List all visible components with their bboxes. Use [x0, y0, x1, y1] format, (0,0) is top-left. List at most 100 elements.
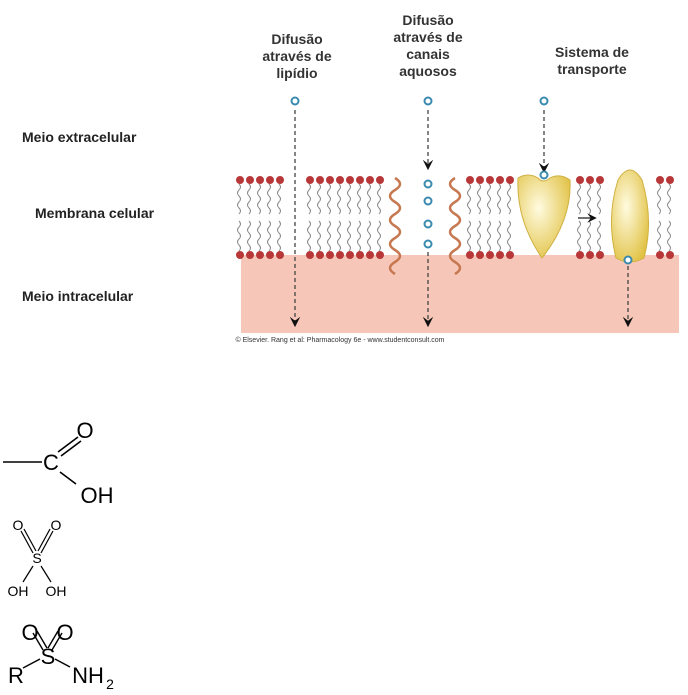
lipid-head [256, 176, 264, 184]
carboxyl-group-structure: C O OH [3, 418, 114, 508]
lipid-tail [597, 183, 601, 215]
svg-text:lipídio: lipídio [276, 65, 317, 81]
lipid-tail [477, 220, 481, 252]
lipid-tail [667, 220, 671, 252]
lipid-tail [307, 220, 311, 252]
lipid-head [326, 176, 334, 184]
svg-text:O: O [56, 620, 73, 645]
lipid-head [596, 176, 604, 184]
lipid-tail [337, 183, 341, 215]
lipid-head [376, 251, 384, 259]
label-extracellular: Meio extracelular [22, 129, 137, 145]
lipid-head [586, 176, 594, 184]
lipid-tail [327, 220, 331, 252]
svg-text:O: O [21, 620, 38, 645]
lipid-tail [587, 220, 591, 252]
lipid-head [576, 176, 584, 184]
lipid-tail [277, 220, 281, 252]
lipid-tail [597, 220, 601, 252]
lipid-head [666, 176, 674, 184]
svg-text:O: O [76, 418, 93, 443]
lipid-head [236, 176, 244, 184]
label-intracellular: Meio intracelular [22, 288, 134, 304]
lipid-head [316, 176, 324, 184]
lipid-tail [247, 183, 251, 215]
lipid-tail [367, 220, 371, 252]
svg-text:O: O [51, 517, 62, 533]
svg-text:aquosos: aquosos [399, 63, 457, 79]
lipid-tail [247, 220, 251, 252]
lipid-tail [347, 183, 351, 215]
channel-protein-helix [388, 176, 462, 276]
sulfuric-acid-structure: O O S OH OH [8, 517, 67, 599]
svg-text:transporte: transporte [557, 61, 626, 77]
lipid-tail [667, 183, 671, 215]
svg-text:OH: OH [8, 583, 29, 599]
lipid-head [316, 251, 324, 259]
svg-text:através de: através de [393, 29, 462, 45]
lipid-tail [487, 183, 491, 215]
column-header-lipid: Difusão através de lipídio [262, 31, 331, 81]
lipid-tail [497, 220, 501, 252]
lipid-tail [467, 220, 471, 252]
lipid-head [336, 251, 344, 259]
carrier-protein-closed [610, 169, 650, 263]
lipid-head [236, 251, 244, 259]
column-header-channels: Difusão através de canais aquosos [393, 12, 462, 79]
lipid-head [256, 251, 264, 259]
lipid-tail [657, 220, 661, 252]
lipid-tail [257, 183, 261, 215]
lipid-tail [347, 220, 351, 252]
lipid-head [266, 176, 274, 184]
lipid-head [366, 251, 374, 259]
lipid-tail [377, 220, 381, 252]
lipid-tail [237, 220, 241, 252]
lipid-head [356, 251, 364, 259]
svg-text:R: R [8, 663, 24, 688]
lipid-tail [577, 183, 581, 215]
lipid-tail [487, 220, 491, 252]
lipid-tail [237, 183, 241, 215]
copyright-credit: © Elsevier. Rang et al: Pharmacology 6e … [235, 336, 444, 344]
lipid-head [476, 176, 484, 184]
lipid-head [346, 251, 354, 259]
lipid-head [486, 176, 494, 184]
membrane-transport-diagram: Difusão através de lipídio Difusão atrav… [22, 12, 679, 344]
lipid-tail [367, 183, 371, 215]
lipid-head [276, 251, 284, 259]
solute-molecules [290, 96, 633, 265]
carrier-protein-open [517, 174, 571, 259]
lipid-tail [377, 183, 381, 215]
lipid-head [666, 251, 674, 259]
lipid-tail [507, 220, 511, 252]
lipid-head [576, 251, 584, 259]
lipid-head [346, 176, 354, 184]
lipid-tail [357, 183, 361, 215]
lipid-head [306, 176, 314, 184]
lipid-tail [327, 183, 331, 215]
svg-text:Difusão: Difusão [402, 12, 453, 28]
lipid-tail [467, 183, 471, 215]
lipid-tail [577, 220, 581, 252]
lipid-head [506, 176, 514, 184]
lipid-tail [307, 183, 311, 215]
lipid-tail [587, 183, 591, 215]
lipid-head [376, 176, 384, 184]
svg-text:OH: OH [81, 483, 114, 508]
lipid-head [586, 251, 594, 259]
lipid-head [466, 251, 474, 259]
svg-text:O: O [13, 517, 24, 533]
lipid-tail [357, 220, 361, 252]
lipid-head [246, 176, 254, 184]
lipid-tail [477, 183, 481, 215]
lipid-head [306, 251, 314, 259]
lipid-head [656, 251, 664, 259]
lipid-tail [257, 220, 261, 252]
lipid-tail [277, 183, 281, 215]
lipid-head [336, 176, 344, 184]
sulfonamide-structure: O O S R NH 2 [8, 620, 114, 692]
lipid-head [266, 251, 274, 259]
svg-text:S: S [32, 550, 41, 566]
svg-text:2: 2 [106, 676, 114, 692]
svg-text:NH: NH [72, 663, 104, 688]
